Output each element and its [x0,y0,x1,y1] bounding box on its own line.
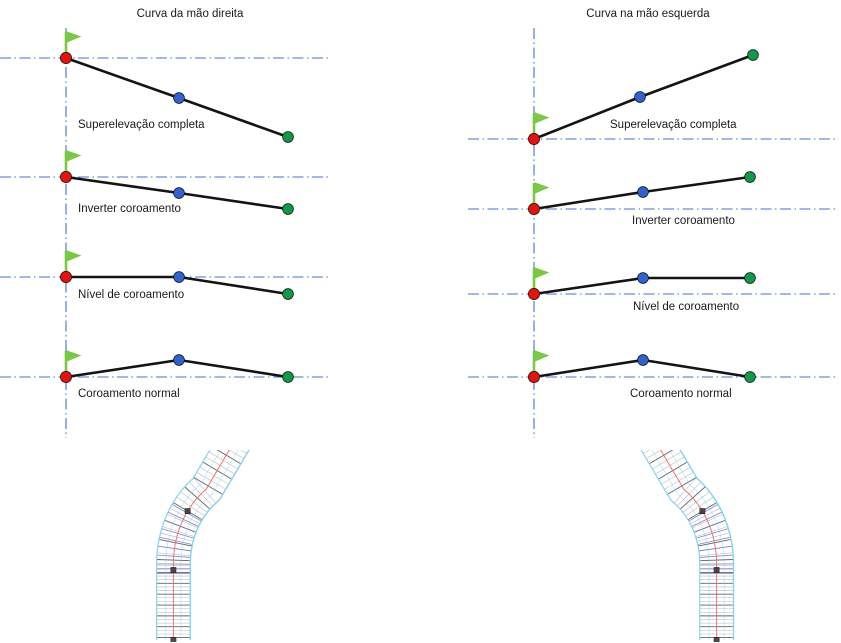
plan-station-marker[interactable] [713,637,720,642]
stage-label: Superelevação completa [610,119,737,131]
plan-left-edge [189,450,250,640]
flag-pennant [534,267,550,279]
flag-pennant [534,182,550,194]
end-point-icon[interactable] [744,171,756,183]
end-point-icon[interactable] [282,131,294,143]
mid-point-icon[interactable] [637,272,649,284]
plan-right-edge [156,450,211,640]
panel-title: Curva da mão direita [137,8,244,20]
start-point-icon[interactable] [60,52,72,64]
flag-pennant [534,350,550,362]
plan-lane-line-0 [669,450,725,640]
flag-pennant [66,350,82,362]
flag-pennant [66,31,82,43]
panel-title: Curva na mão esquerda [586,8,710,20]
plan-pavement-fill [641,450,734,640]
plan-station-marker[interactable] [713,567,720,573]
plan-centerline [660,450,718,640]
plan-centerline [172,450,230,640]
plan-outer-edge [680,450,735,640]
mid-point-icon[interactable] [173,187,185,199]
plan-station-marker[interactable] [170,637,177,642]
stage-crown-level: Nível de coroamento [468,267,838,313]
plan-station-marker[interactable] [699,508,706,515]
stage-label: Superelevação completa [78,119,205,131]
plan-left-edge [679,450,734,640]
stage-normal-crown: Coroamento normal [0,350,330,400]
stage-label: Inverter coroamento [632,215,735,227]
plan-station-marker[interactable] [170,567,177,573]
plan-lane-line-0 [180,450,239,640]
end-point-icon[interactable] [747,49,759,61]
end-point-icon[interactable] [282,203,294,215]
plan-cross-section-tick [643,450,650,454]
plan-lane-line-1 [651,450,710,640]
start-point-icon[interactable] [528,203,540,215]
stage-label: Inverter coroamento [78,203,181,215]
end-point-icon[interactable] [282,288,294,300]
start-point-icon[interactable] [60,371,72,383]
stage-label: Coroamento normal [630,388,732,400]
stage-label: Nível de coroamento [633,301,739,313]
flag-pennant [534,112,550,124]
mid-point-icon[interactable] [173,271,185,283]
plan-cross-section-tick [240,450,247,454]
stage-full-superelevation: Superelevação completa [0,31,330,143]
plan-pavement-fill [156,450,249,640]
plan-right-edge [640,450,701,640]
stage-reverse-crown: Inverter coroamento [468,171,838,227]
mid-point-icon[interactable] [637,186,649,198]
plan-outer-edge [190,450,250,640]
stage-crown-level: Nível de coroamento [0,250,330,301]
stage-full-superelevation: Superelevação completa [468,49,838,145]
start-point-icon[interactable] [60,171,72,183]
start-point-icon[interactable] [60,271,72,283]
plan-lane-line-1 [165,450,221,640]
flag-pennant [66,250,82,262]
mid-point-icon[interactable] [637,354,649,366]
start-point-icon[interactable] [528,133,540,145]
start-point-icon[interactable] [528,371,540,383]
stage-normal-crown: Coroamento normal [468,350,838,400]
stage-reverse-crown: Inverter coroamento [0,150,330,215]
mid-point-icon[interactable] [634,91,646,103]
start-point-icon[interactable] [528,288,540,300]
plan-view [156,450,250,642]
mid-point-icon[interactable] [173,354,185,366]
stage-label: Coroamento normal [78,388,180,400]
end-point-icon[interactable] [282,371,294,383]
plan-view [640,450,735,642]
plan-station-marker[interactable] [184,508,191,515]
stage-label: Nível de coroamento [78,289,184,301]
flag-pennant [66,150,82,162]
mid-point-icon[interactable] [173,92,185,104]
end-point-icon[interactable] [744,371,756,383]
end-point-icon[interactable] [744,272,756,284]
plan-views-layer [156,450,735,642]
